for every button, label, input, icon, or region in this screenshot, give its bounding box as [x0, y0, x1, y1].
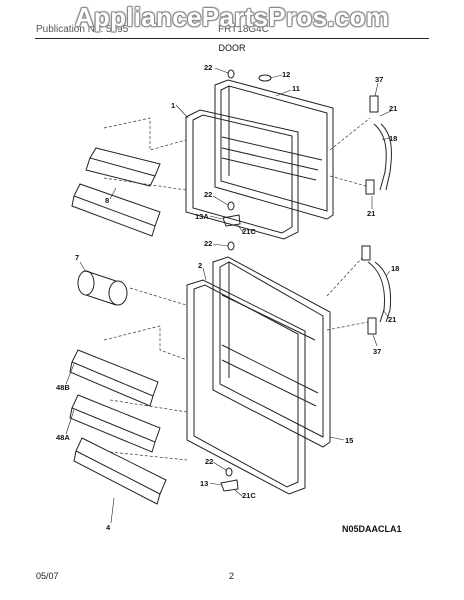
freezer-door-shelf-lower	[71, 183, 161, 237]
part-label: 22	[204, 63, 212, 72]
part-label: 13A	[195, 212, 209, 221]
door-shelf-48b	[69, 349, 159, 407]
freezer-door-shelf	[85, 147, 161, 187]
part-label: 2	[198, 261, 202, 270]
fresh-food-door-gasket	[186, 279, 306, 495]
egg-bin	[77, 270, 128, 306]
part-label: 4	[106, 523, 111, 532]
part-label: 22	[204, 239, 212, 248]
publication-number: Publication No: 5995	[36, 24, 129, 35]
part-label: 13	[200, 479, 208, 488]
footer-page-number: 2	[229, 571, 235, 581]
freezer-handle	[365, 95, 392, 195]
part-label: 18	[391, 264, 399, 273]
part-label: 48A	[56, 433, 70, 442]
diagram-title: DOOR	[218, 43, 246, 53]
callout-lines	[65, 67, 392, 524]
fresh-food-door-panel	[212, 256, 331, 448]
part-label: 15	[345, 436, 353, 445]
part-label: 11	[292, 84, 300, 93]
part-label: 12	[282, 70, 290, 79]
part-label: 8	[105, 196, 109, 205]
part-label: 21	[388, 315, 396, 324]
freezer-door-panel	[214, 79, 334, 220]
part-labels: 22 12 11 37 1 21 18 8 22 13A 21C 21 22 7…	[56, 63, 399, 532]
part-label: 7	[75, 253, 79, 262]
part-label: 18	[389, 134, 397, 143]
part-label: 1	[171, 101, 175, 110]
part-label: 48B	[56, 383, 70, 392]
footer-date: 05/07	[36, 571, 59, 581]
door-shelf-4	[73, 437, 167, 505]
drawing-code: N05DAACLA1	[342, 524, 402, 534]
part-label: 22	[204, 190, 212, 199]
part-label: 22	[205, 457, 213, 466]
model-number: FRT18G4C	[218, 24, 269, 35]
part-label: 37	[375, 75, 383, 84]
part-label: 21C	[242, 491, 256, 500]
part-label: 21	[367, 209, 375, 218]
part-label: 37	[373, 347, 381, 356]
fresh-food-handle	[361, 245, 392, 335]
leader-lines	[103, 117, 371, 461]
door-shelf-48a	[69, 394, 161, 453]
part-label: 21	[389, 104, 397, 113]
watermark: AppliancePartsPros.com	[74, 2, 390, 32]
header-rule	[35, 38, 429, 39]
part-label: 21C	[242, 227, 256, 236]
freezer-door-gasket	[185, 109, 299, 240]
lower-hinge-pins	[220, 241, 239, 492]
upper-hinge-pins	[222, 69, 272, 227]
